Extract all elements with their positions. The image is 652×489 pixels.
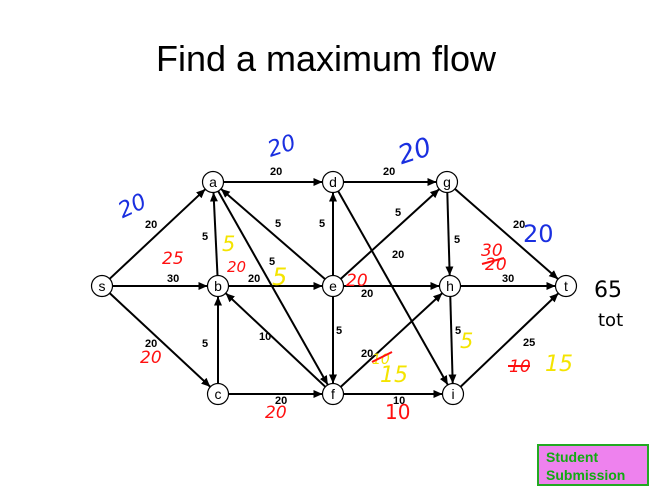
annotation-ad-flow: 20	[265, 130, 299, 162]
node-s: s	[90, 274, 114, 298]
node-g: g	[435, 170, 459, 194]
capacity-label-d-g: 20	[383, 166, 395, 178]
capacity-label-i-t: 25	[523, 337, 535, 349]
edge-g-h	[445, 192, 454, 276]
edge-f-b	[224, 292, 327, 388]
node-b: b	[206, 274, 230, 298]
node-circle-b	[206, 274, 230, 298]
node-label-g: g	[443, 174, 451, 190]
node-a: a	[201, 170, 225, 194]
capacity-label-f-h: 20	[361, 348, 373, 360]
capacity-label-g-t: 20	[513, 219, 525, 231]
node-f: f	[321, 382, 345, 406]
node-label-a: a	[209, 174, 217, 190]
strike-ht	[481, 257, 505, 265]
capacity-label-h-i: 5	[455, 325, 461, 337]
capacity-label-e-a: 5	[275, 218, 281, 230]
capacity-label-g-h: 5	[454, 234, 460, 246]
annotation-eh-flow: 20	[346, 271, 368, 291]
node-label-f: f	[331, 386, 335, 402]
annotation-be-flow-red: 20	[227, 258, 246, 276]
capacity-label-a-d: 20	[270, 166, 282, 178]
capacity-label-e-d: 5	[319, 218, 325, 230]
node-d: d	[321, 170, 345, 194]
annotation-fh-flow: 15	[380, 363, 408, 388]
edge-g-t	[454, 188, 559, 280]
node-circle-d	[321, 170, 345, 194]
node-label-d: d	[329, 174, 337, 190]
handwritten-annotations: 20 20 20 20 25 20 20 20 20 10 30 20 10 5…	[114, 130, 623, 424]
annotation-it-flow: 15	[545, 352, 573, 377]
edge-i-t	[459, 292, 560, 388]
node-label-c: c	[215, 386, 222, 402]
capacity-label-d-i: 20	[392, 249, 404, 261]
annotation-ba-flow: 5	[222, 232, 235, 256]
node-circle-t	[554, 274, 578, 298]
badge-line-2: Submission	[546, 467, 626, 483]
capacity-label-e-f: 5	[336, 325, 342, 337]
edge-s-c	[109, 292, 211, 388]
annotation-ht-old: 30	[481, 241, 503, 261]
node-label-i: i	[451, 386, 454, 402]
edge-f-h	[340, 292, 443, 388]
annotation-total-label: tot	[598, 310, 623, 331]
annotation-gt-flow: 20	[523, 220, 554, 248]
annotation-ht-struck: 20	[485, 255, 507, 275]
node-t: t	[554, 274, 578, 298]
page-title: Find a maximum flow	[155, 38, 497, 79]
node-circle-f	[321, 382, 345, 406]
node-label-s: s	[99, 278, 106, 294]
annotation-be-flow-yellow: 5	[272, 263, 287, 291]
edge-d-i	[337, 190, 449, 386]
annotation-hi-flow: 5	[460, 329, 473, 353]
nodes-layer: s a b c d e f g h i t	[90, 170, 578, 406]
node-e: e	[321, 274, 345, 298]
annotation-fi-flow: 10	[385, 400, 410, 424]
capacity-label-s-c: 20	[145, 338, 157, 350]
capacity-label-b-a: 5	[202, 231, 208, 243]
node-label-e: e	[329, 278, 337, 294]
capacity-label-c-b: 5	[202, 338, 208, 350]
badge-line-1: Student	[546, 449, 599, 465]
edge-e-g	[340, 188, 440, 280]
node-label-t: t	[564, 278, 568, 294]
node-label-b: b	[214, 278, 222, 294]
node-circle-s	[90, 274, 114, 298]
node-circle-h	[438, 274, 462, 298]
edge-h-i	[448, 296, 457, 384]
edge-b-a	[209, 192, 219, 276]
node-circle-e	[321, 274, 345, 298]
edge-e-a	[220, 188, 326, 280]
annotation-sc-flow: 20	[140, 348, 162, 368]
annotation-dg-flow: 20	[394, 132, 435, 171]
node-i: i	[441, 382, 465, 406]
student-submission-badge: Student Submission	[537, 444, 649, 486]
node-circle-c	[206, 382, 230, 406]
node-h: h	[438, 274, 462, 298]
capacity-label-c-f: 20	[275, 395, 287, 407]
node-c: c	[206, 382, 230, 406]
capacity-label-e-g: 5	[395, 207, 401, 219]
capacity-label-e-h: 20	[361, 288, 373, 300]
edge-a-f	[217, 190, 329, 386]
capacity-label-h-t: 30	[502, 273, 514, 285]
edge-s-a	[108, 188, 207, 280]
node-label-h: h	[446, 278, 454, 294]
strike-fh	[371, 351, 393, 363]
node-circle-g	[435, 170, 459, 194]
edges-layer	[108, 178, 560, 398]
annotation-cf-flow: 20	[265, 403, 287, 423]
capacity-label-s-b: 30	[167, 273, 179, 285]
capacity-label-f-i: 10	[393, 395, 405, 407]
capacity-label-f-b: 10	[259, 331, 271, 343]
capacity-label-s-a: 20	[145, 219, 157, 231]
capacity-label-b-e: 20	[248, 273, 260, 285]
annotation-total-value: 65	[594, 278, 622, 303]
annotation-sb-flow: 25	[162, 249, 184, 269]
node-circle-i	[441, 382, 465, 406]
capacity-label-a-f: 5	[269, 256, 275, 268]
node-circle-a	[201, 170, 225, 194]
